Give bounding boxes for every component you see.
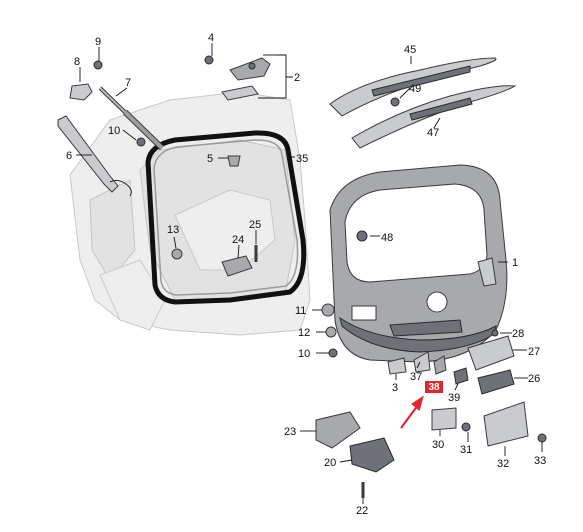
microswitch (433, 355, 447, 375)
third-brake-light (351, 85, 517, 149)
lock-cover (315, 411, 361, 449)
tailgate-hinge (204, 55, 271, 101)
callout-13: 13 (167, 224, 179, 236)
callout-22: 22 (356, 505, 368, 517)
callout-23: 23 (284, 426, 296, 438)
callout-49: 49 (409, 83, 421, 95)
tailgate-seal-inner (153, 139, 299, 296)
callout-39: 39 (448, 392, 460, 404)
callout-31: 31 (460, 444, 472, 456)
tailgate-lock (349, 437, 395, 473)
strut-bracket-bolt (93, 60, 103, 70)
strut-bracket (69, 83, 93, 101)
handle-trim (467, 335, 515, 371)
callout-labels: 1 2 4 5 6 7 8 9 10 10 11 12 13 20 22 23 … (66, 32, 546, 517)
callout-3: 3 (392, 382, 398, 394)
callout-11: 11 (295, 305, 306, 317)
callout-47: 47 (427, 127, 439, 139)
plate-bracket-bolt (537, 433, 547, 443)
callout-7: 7 (125, 77, 131, 89)
tailgate-bolt-lower (328, 348, 338, 358)
tailgate-seal (145, 130, 307, 305)
buffer-clip (227, 155, 241, 167)
tailgate-bolt (356, 230, 368, 242)
callout-37: 37 (410, 371, 422, 383)
callout-4: 4 (208, 32, 214, 44)
cap-bracket (387, 357, 407, 375)
highlight-badge[interactable] (425, 381, 443, 393)
highlighted-part-38[interactable]: 38 (425, 381, 443, 393)
highlight-label: 38 (428, 382, 440, 393)
callout-20: 20 (324, 457, 336, 469)
red-pointer-arrow (400, 395, 424, 429)
bulb-holder (453, 367, 469, 385)
brake-light-lens (409, 97, 473, 121)
release-switch (477, 369, 515, 395)
plate-bracket (483, 401, 529, 447)
handle-nut (491, 329, 499, 337)
number-plate-light (431, 407, 457, 431)
callout-32: 32 (497, 458, 509, 470)
trim-cable (109, 179, 132, 197)
stop-buffer (171, 248, 183, 260)
callout-27: 27 (528, 346, 540, 358)
gas-strut (98, 86, 165, 151)
callout-10-upper: 10 (108, 125, 120, 137)
plate-light-screw (461, 422, 471, 432)
callout-9: 9 (95, 36, 101, 48)
callout-48: 48 (381, 232, 393, 244)
leader-lines (76, 43, 543, 504)
grommet (321, 303, 335, 317)
callout-12: 12 (298, 327, 310, 339)
callout-30: 30 (432, 439, 444, 451)
callout-35: 35 (296, 153, 308, 165)
callout-26: 26 (528, 373, 540, 385)
callout-8: 8 (74, 56, 80, 68)
car-body-outline (69, 91, 311, 336)
strut-bolt-upper (136, 137, 146, 147)
callout-45: 45 (404, 44, 416, 56)
callout-10-lower: 10 (298, 348, 310, 360)
hinge-bolt (204, 55, 214, 65)
spoiler-nut (390, 97, 400, 107)
callout-24: 24 (232, 234, 244, 246)
callout-1: 1 (512, 257, 518, 269)
callout-25: 25 (249, 219, 261, 231)
tailgate-panel (329, 164, 508, 363)
callout-5: 5 (207, 153, 213, 165)
cap (325, 326, 337, 338)
callout-6: 6 (66, 150, 72, 162)
side-trim-strip (57, 115, 119, 193)
spoiler-inner-strip (371, 65, 471, 97)
callout-28: 28 (512, 328, 524, 340)
callout-33: 33 (534, 455, 546, 467)
callout-2: 2 (294, 72, 300, 84)
